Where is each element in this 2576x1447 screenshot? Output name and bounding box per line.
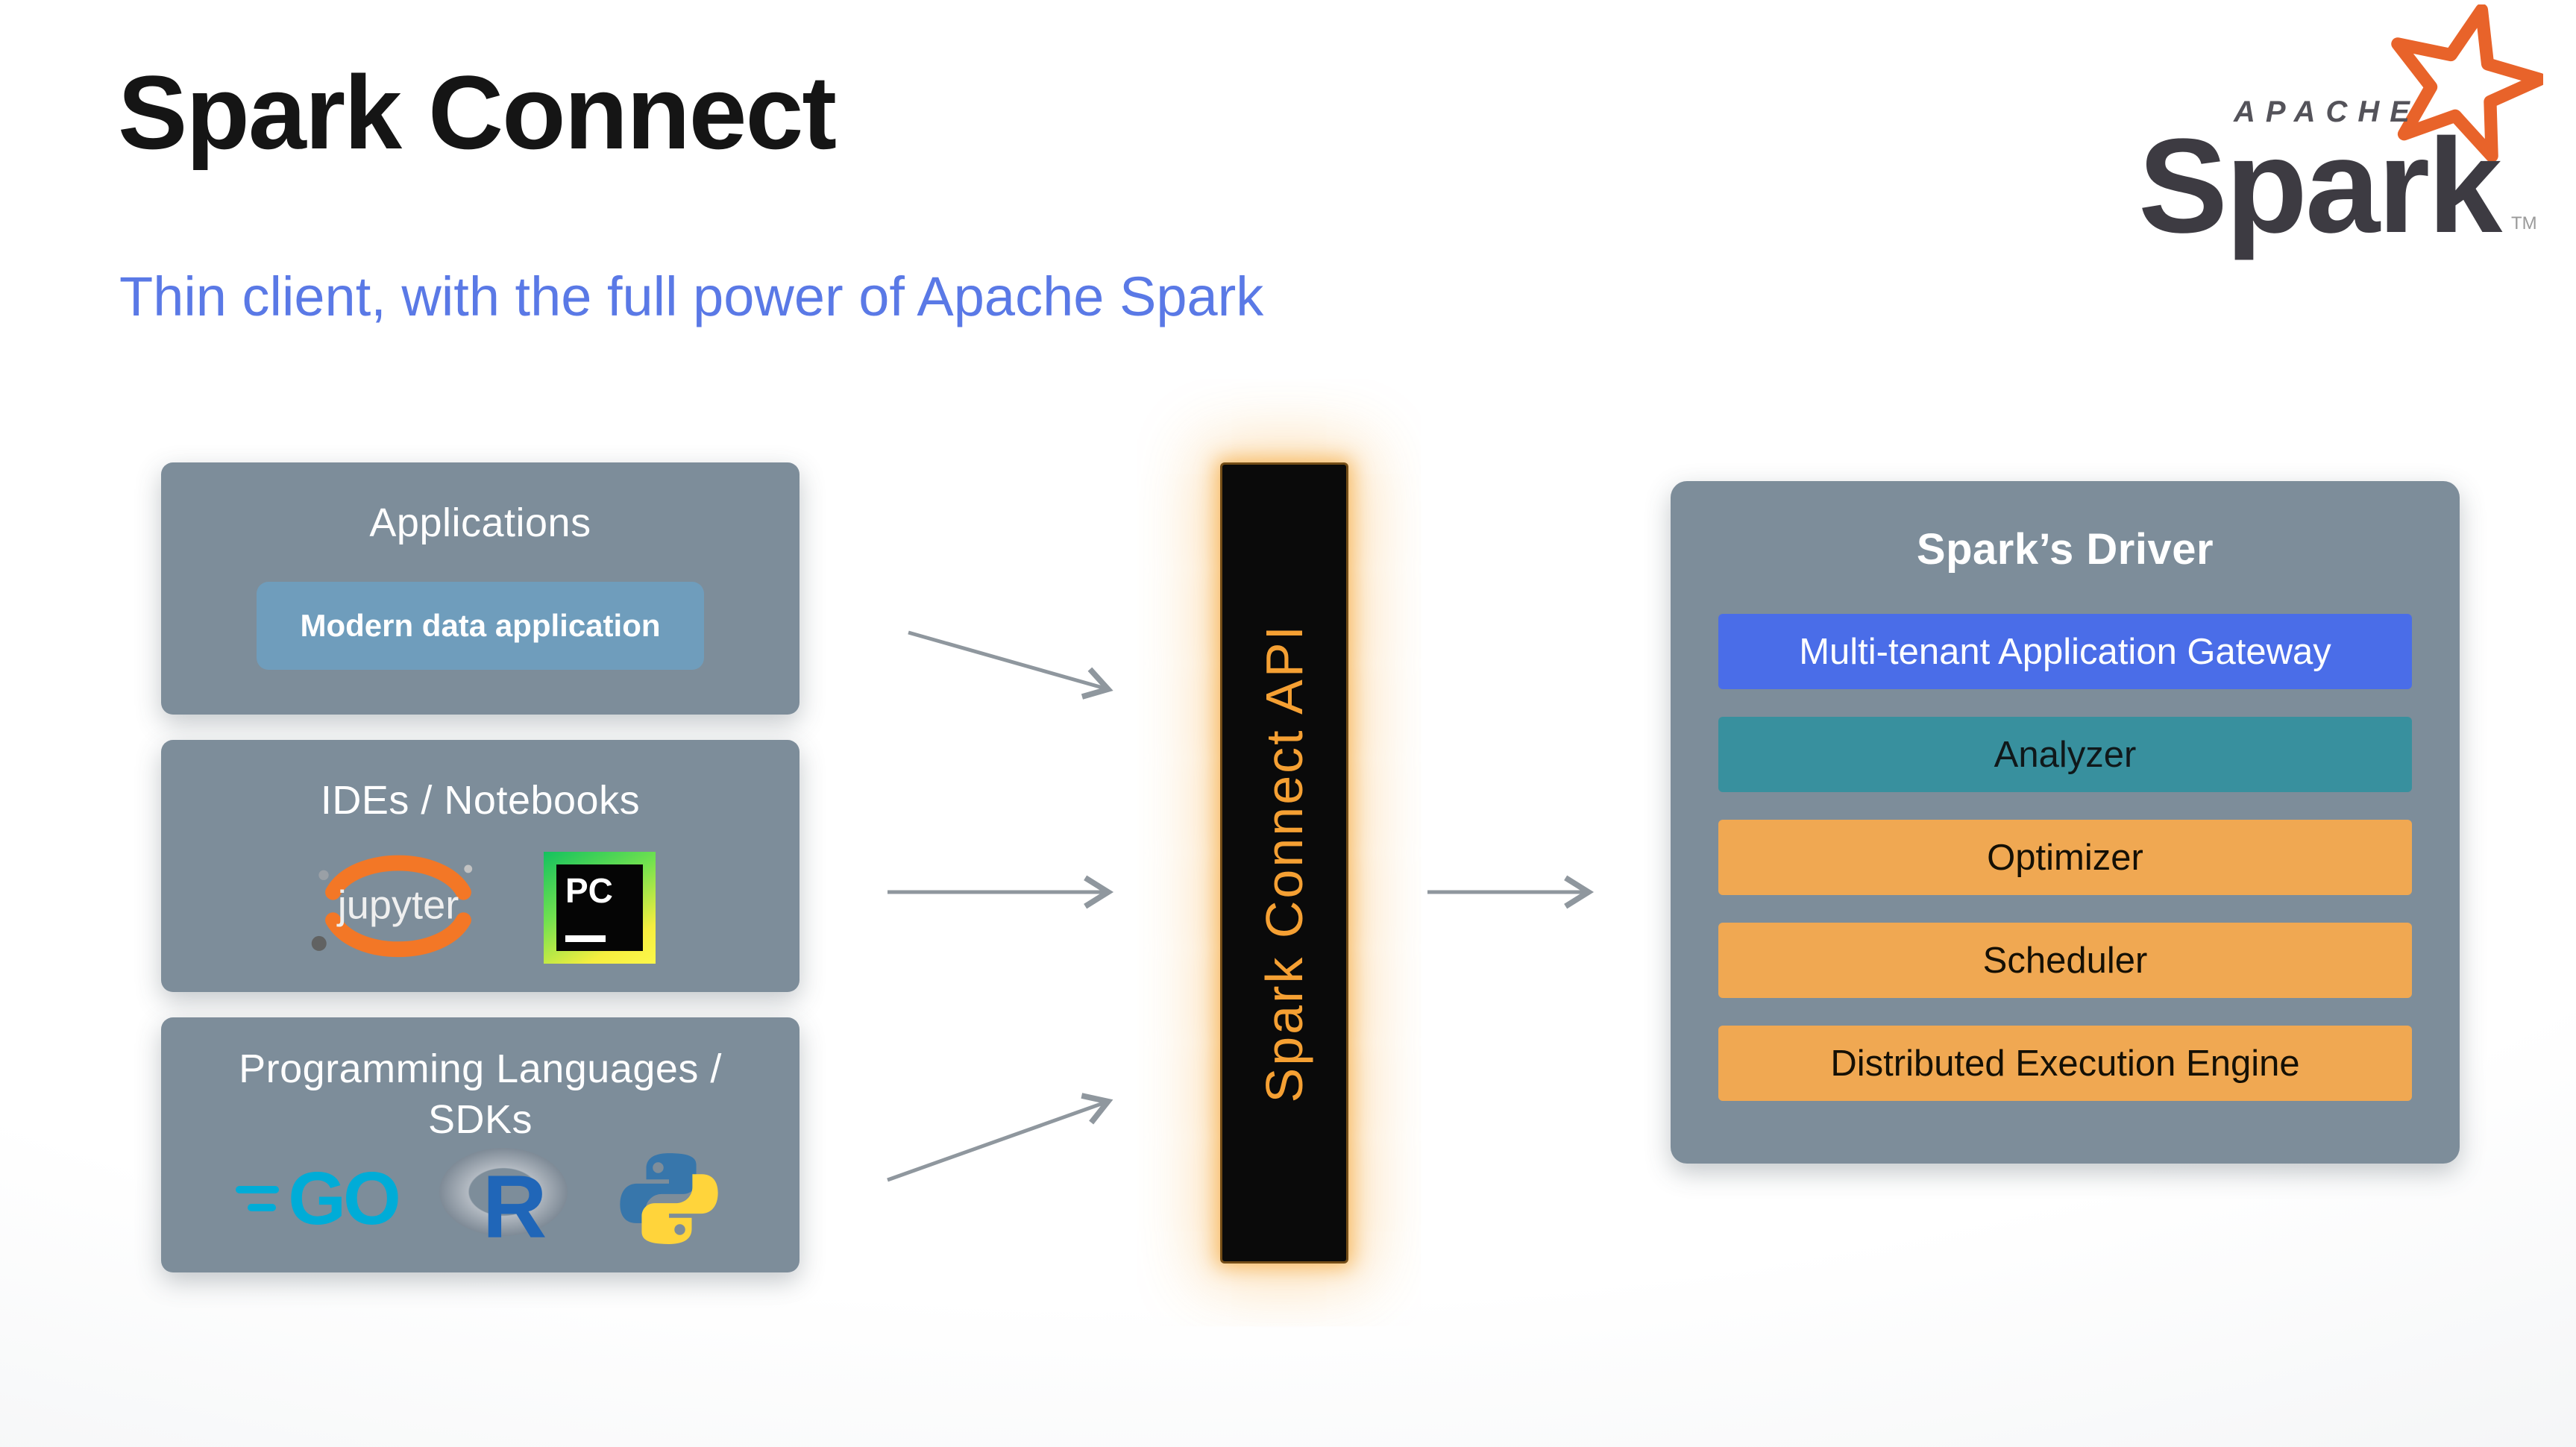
driver-row-analyzer: Analyzer bbox=[1718, 717, 2412, 792]
go-icon: GO bbox=[236, 1156, 401, 1242]
python-icon bbox=[620, 1153, 718, 1244]
sparks-driver-title: Spark’s Driver bbox=[1916, 525, 2214, 574]
brand-trademark: TM bbox=[2511, 213, 2537, 233]
sparks-driver-panel: Spark’s Driver Multi-tenant Application … bbox=[1671, 481, 2460, 1164]
languages-sdks-panel-title: Programming Languages / SDKs bbox=[239, 1046, 722, 1142]
pycharm-icon: PC bbox=[544, 852, 656, 964]
spark-star-icon bbox=[2391, 4, 2543, 163]
pycharm-label: PC bbox=[565, 871, 613, 910]
ides-notebooks-panel-title: IDEs / Notebooks bbox=[320, 778, 641, 823]
page-title: Spark Connect bbox=[118, 54, 837, 171]
applications-panel: Applications Modern data application bbox=[161, 462, 799, 715]
r-label: R bbox=[482, 1157, 547, 1257]
languages-sdks-panel: Programming Languages / SDKs GO R bbox=[161, 1017, 799, 1272]
driver-row-optimizer: Optimizer bbox=[1718, 820, 2412, 895]
pycharm-underscore bbox=[565, 935, 606, 942]
apache-spark-logo: APACHE Spark TM bbox=[2129, 4, 2558, 261]
pycharm-inner-square: PC bbox=[556, 864, 643, 951]
page-subtitle: Thin client, with the full power of Apac… bbox=[119, 266, 1264, 327]
ides-notebooks-panel: IDEs / Notebooks jupyter PC bbox=[161, 740, 799, 992]
r-icon: R bbox=[439, 1146, 572, 1257]
brand-apache-text: APACHE bbox=[2234, 95, 2420, 128]
driver-rows: Multi-tenant Application Gateway Analyze… bbox=[1718, 614, 2412, 1101]
modern-data-application-chip: Modern data application bbox=[257, 582, 704, 670]
jupyter-icon: jupyter bbox=[311, 855, 473, 958]
go-speed-lines bbox=[236, 1186, 280, 1211]
driver-row-execution-engine: Distributed Execution Engine bbox=[1718, 1026, 2412, 1101]
arrow-applications-to-api bbox=[908, 630, 1113, 700]
jupyter-label: jupyter bbox=[336, 883, 459, 928]
brand-spark-wordmark: Spark bbox=[2138, 111, 2502, 261]
spark-connect-api-label: Spark Connect API bbox=[1255, 623, 1313, 1103]
driver-row-scheduler: Scheduler bbox=[1718, 923, 2412, 998]
arrow-languages-to-api bbox=[887, 1093, 1113, 1182]
go-label: GO bbox=[288, 1156, 401, 1240]
languages-icon-row: GO R bbox=[161, 1143, 799, 1257]
r-ring bbox=[439, 1148, 568, 1236]
ides-icon-row: jupyter PC bbox=[161, 829, 799, 986]
applications-panel-title: Applications bbox=[369, 500, 591, 545]
driver-row-gateway: Multi-tenant Application Gateway bbox=[1718, 614, 2412, 689]
spark-connect-api-bar: Spark Connect API bbox=[1220, 462, 1348, 1264]
